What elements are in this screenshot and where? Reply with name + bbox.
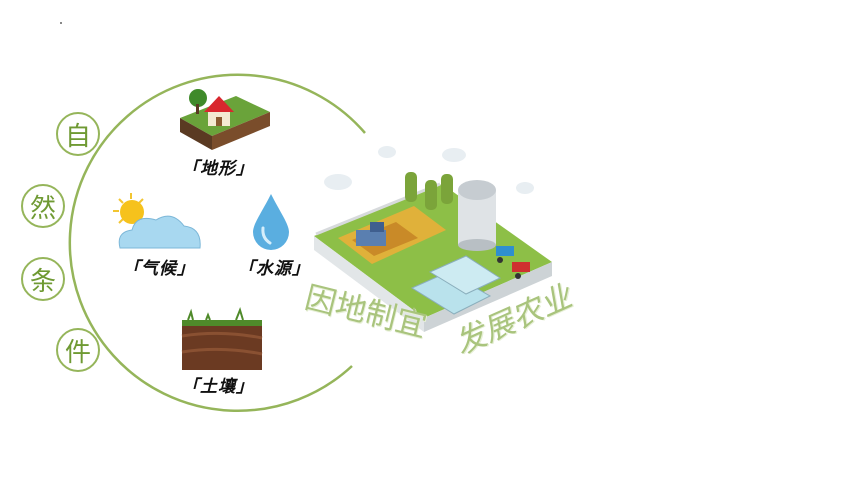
farm-illustration	[314, 146, 552, 332]
label-terrain: 「地形」	[182, 159, 254, 179]
label-climate: 「气候」	[123, 259, 195, 279]
char-circle-3: 条	[21, 257, 65, 301]
char-circle-4: 件	[56, 328, 100, 372]
char-circle-1: 自	[56, 112, 100, 156]
soil-icon	[181, 306, 263, 370]
label-water: 「水源」	[238, 259, 310, 279]
stray-dot	[60, 22, 62, 24]
char-circle-2: 然	[21, 184, 65, 228]
arc-outline	[68, 73, 366, 412]
water-drop-icon	[253, 194, 289, 250]
terrain-icon	[180, 89, 270, 150]
label-soil: 「土壤」	[182, 377, 254, 397]
climate-icon	[113, 193, 201, 249]
